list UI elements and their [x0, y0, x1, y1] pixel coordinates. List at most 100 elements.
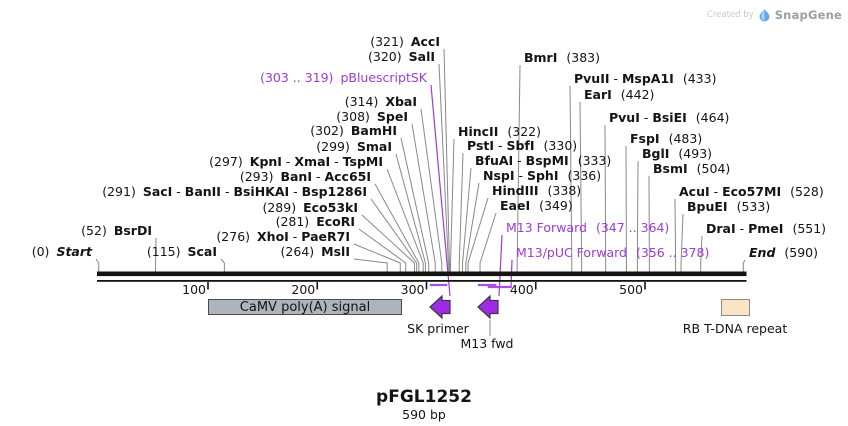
site-name: PvuI	[609, 110, 640, 125]
site-position: (320)	[368, 49, 402, 64]
site-label-acci[interactable]: (321)AccI	[370, 35, 440, 49]
ruler-number: 400	[509, 282, 534, 297]
site-position: (52)	[81, 223, 107, 238]
site-name: BmrI	[524, 50, 558, 65]
site-label-msli[interactable]: (264)MslI	[281, 245, 350, 259]
callout-line-xhoi	[353, 243, 401, 272]
site-label-hincii[interactable]: HincII(322)	[458, 125, 541, 139]
callout-line-hincii	[450, 138, 455, 272]
site-position: (336)	[567, 168, 602, 183]
site-label-eco53ki[interactable]: (289) Eco53kI	[262, 201, 358, 215]
site-label-end[interactable]: End(590)	[749, 246, 818, 260]
site-name: BsiHKAI	[221, 184, 289, 199]
site-label-spei[interactable]: (308)SpeI	[336, 110, 408, 124]
primer-arrow-sk-primer[interactable]	[429, 294, 451, 320]
site-position: (291)	[102, 184, 136, 199]
feature-box-rb-t-dna-repeat[interactable]	[721, 299, 750, 316]
site-label-nspi[interactable]: NspISphI(336)	[483, 168, 602, 183]
callout-line-bamhi	[400, 137, 430, 272]
site-name: BsiEI	[640, 110, 687, 125]
site-label-psti[interactable]: PstISbfI(330)	[467, 138, 577, 153]
sequence-bar[interactable]	[97, 271, 747, 277]
callout-line-psti	[458, 152, 464, 272]
site-position: (504)	[696, 161, 731, 176]
callout-line-bmri	[516, 64, 521, 272]
site-label-m13-forward[interactable]: M13 Forward(347 .. 364)	[506, 221, 669, 235]
callout-line-pvuii	[569, 85, 573, 272]
site-label-bgli[interactable]: BglI(493)	[642, 147, 712, 161]
site-label-sali[interactable]: (320) SalI	[368, 50, 435, 64]
site-label-eari[interactable]: EarI(442)	[584, 88, 654, 102]
site-label-hindiii[interactable]: HindIII(338)	[492, 184, 581, 198]
site-name: AccI	[410, 34, 440, 49]
callout-line-msli	[353, 258, 388, 272]
snapgene-logo-icon	[759, 8, 770, 22]
site-label-xhoi[interactable]: (276)XhoIPaeR7I	[216, 229, 350, 244]
site-label-start[interactable]: (0)Start	[32, 245, 92, 259]
callout-line-smai	[395, 153, 426, 272]
primer-label-m13-fwd: M13 fwd	[460, 336, 514, 351]
primer-arrow-m13-fwd[interactable]	[477, 294, 499, 320]
site-position: (528)	[790, 184, 824, 199]
site-name: BamHI	[350, 123, 397, 138]
site-position: (433)	[682, 71, 717, 86]
site-name: SpeI	[376, 109, 408, 124]
callout-line-scai	[220, 258, 225, 272]
site-label-drai[interactable]: DraIPmeI(551)	[706, 221, 827, 236]
site-label-eaei[interactable]: EaeI(349)	[500, 199, 573, 213]
site-position: (297)	[209, 154, 243, 169]
site-label-pbluescriptsk[interactable]: (303 .. 319)pBluescriptSK	[260, 71, 427, 85]
feature-box-camv-poly-a-signal[interactable]: CaMV poly(A) signal	[208, 299, 402, 315]
site-label-bmri[interactable]: BmrI(383)	[524, 51, 600, 65]
site-name: ScaI	[187, 244, 218, 259]
site-label-bpuei[interactable]: BpuEI(533)	[687, 200, 770, 214]
site-name: XmaI	[282, 154, 330, 169]
site-label-m13-puc-forward[interactable]: M13/pUC Forward(356 .. 378)	[516, 246, 709, 260]
site-position: (551)	[792, 221, 827, 236]
site-label-scai[interactable]: (115)ScaI	[147, 245, 217, 259]
callout-line-sali	[438, 63, 449, 272]
site-position: (299)	[316, 139, 350, 154]
callout-line-bpuei	[680, 213, 684, 272]
ruler-number: 300	[400, 282, 425, 297]
site-label-pvui[interactable]: PvuIBsiEI(464)	[609, 110, 729, 125]
site-name: End	[749, 245, 776, 260]
site-label-kpni[interactable]: (297)KpnIXmaITspMI	[209, 154, 383, 169]
callout-line-acci	[443, 48, 450, 272]
site-name: PstI	[467, 138, 495, 153]
ruler-number: 100	[182, 282, 206, 297]
site-name: DraI	[706, 221, 736, 236]
site-name: EarI	[584, 87, 612, 102]
site-name: Eco53kI	[303, 200, 358, 215]
site-label-bamhi[interactable]: (302)BamHI	[310, 124, 397, 138]
callout-line-drai	[700, 235, 703, 272]
site-label-fspi[interactable]: FspI(483)	[630, 132, 702, 146]
site-label-saci[interactable]: (291)SacIBanIIBsiHKAIBsp1286I	[102, 184, 367, 199]
site-label-ecori[interactable]: (281)EcoRI	[276, 215, 355, 229]
site-name: SalI	[408, 49, 435, 64]
callout-line-ecori	[358, 228, 407, 272]
sequence-bar-bottom-strand	[97, 280, 747, 282]
site-label-pvuii[interactable]: PvuIIMspA1I(433)	[574, 71, 717, 86]
primer-label-sk-primer: SK primer	[407, 321, 469, 336]
site-name: BanI	[280, 169, 312, 184]
site-position: (356 .. 378)	[635, 245, 710, 260]
site-position: (347 .. 364)	[595, 220, 670, 235]
site-label-smai[interactable]: (299)SmaI	[316, 140, 392, 154]
site-label-xbai[interactable]: (314)XbaI	[345, 95, 417, 109]
site-name: Eco57MI	[710, 184, 782, 199]
site-label-bani[interactable]: (293)BanIAcc65I	[240, 169, 371, 184]
site-label-bsrdi[interactable]: (52)BsrDI	[81, 224, 152, 238]
site-name: Bsp1286I	[289, 184, 367, 199]
site-label-bsmi[interactable]: BsmI(504)	[653, 162, 730, 176]
site-label-bfuai[interactable]: BfuAIBspMI(333)	[475, 153, 611, 168]
site-name: BpuEI	[687, 199, 728, 214]
ruler-number: 500	[619, 282, 643, 297]
site-name: PvuII	[574, 71, 610, 86]
site-label-acui[interactable]: AcuIEco57MI(528)	[679, 184, 824, 199]
site-position: (289)	[262, 200, 297, 215]
created-by-text: Created by	[706, 10, 754, 20]
callout-line-eco53ki	[361, 214, 415, 272]
